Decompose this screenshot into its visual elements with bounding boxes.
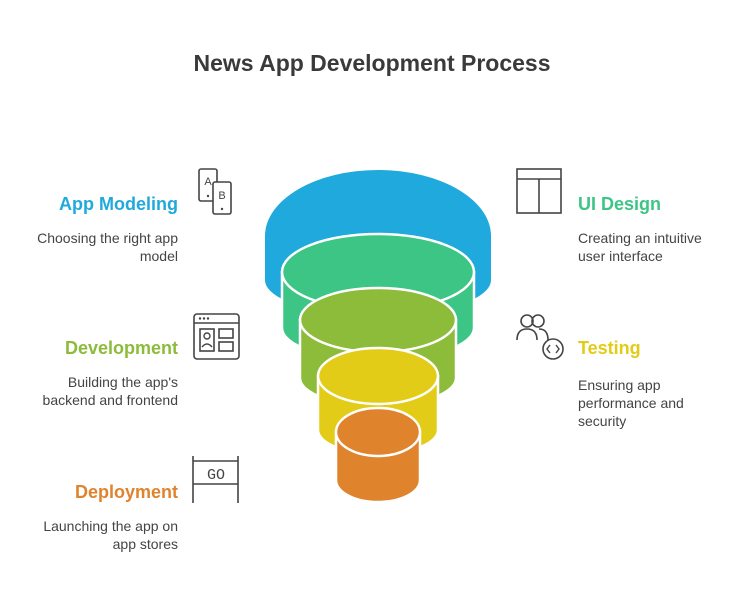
funnel-layer-deployment [334, 406, 422, 504]
step-label-development: Development [64, 338, 178, 358]
svg-text:A: A [204, 176, 212, 188]
step-desc-development: Building the app's backend and frontend [42, 374, 178, 408]
step-desc-deployment: Launching the app on app stores [43, 518, 178, 552]
browser-code-icon [193, 313, 240, 360]
page-title: News App Development Process [193, 50, 551, 76]
step-label-ui-design: UI Design [578, 194, 662, 214]
step-desc-ui-design: Creating an intuitive user interface [578, 230, 702, 264]
layout-icon [516, 168, 562, 214]
step-label-deployment: Deployment [74, 482, 178, 502]
ab-phones-icon: A B [198, 168, 232, 215]
go-sign-icon: GO [192, 456, 239, 503]
step-label-app-modeling: App Modeling [59, 194, 178, 214]
step-desc-testing: Ensuring app performance and security [578, 377, 684, 429]
step-label-testing: Testing [578, 338, 641, 358]
go-sign-text: GO [207, 467, 225, 484]
svg-text:B: B [218, 190, 225, 202]
users-code-icon [516, 314, 564, 360]
step-desc-app-modeling: Choosing the right app model [37, 230, 178, 264]
